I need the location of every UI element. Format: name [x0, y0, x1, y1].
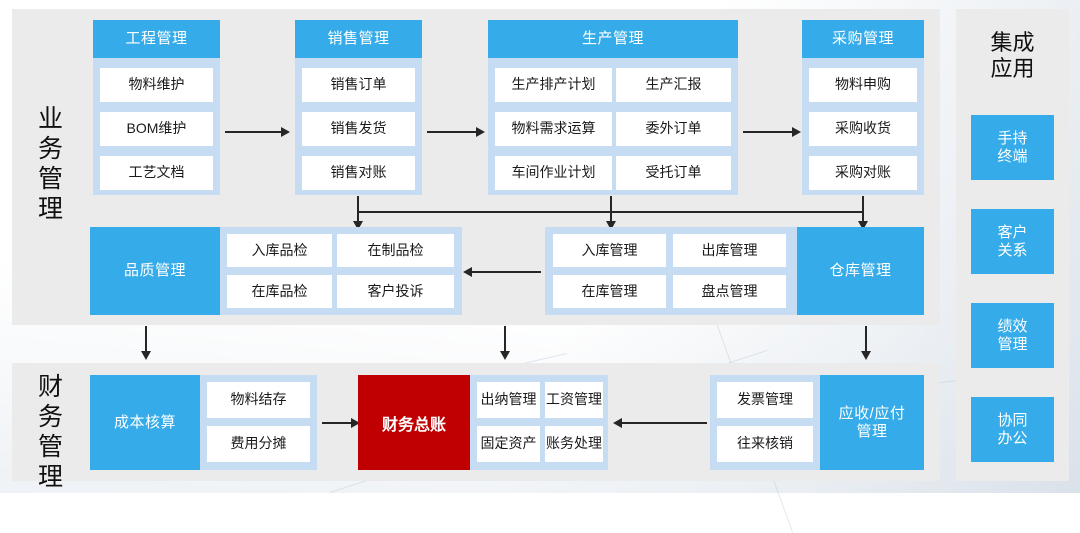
chip-material-balance[interactable]: 物料结存 [207, 382, 310, 418]
arrow-warehouse-to-quality-head [463, 267, 472, 277]
group-ar-ap-header[interactable]: 应收/应付管理 [820, 375, 924, 470]
drop-warehouse-to-arap-line [865, 326, 867, 353]
business-panel-label: 业务管理 [37, 105, 64, 223]
rail-button-collaboration[interactable]: 协同办公 [971, 397, 1054, 462]
chip-mrp[interactable]: 物料需求运算 [495, 112, 612, 146]
chip-bom-maintenance[interactable]: BOM维护 [100, 112, 213, 146]
arrow-production-to-purchasing-head [792, 127, 801, 137]
chip-purchase-reconciliation[interactable]: 采购对账 [809, 156, 917, 190]
rail-button-crm[interactable]: 客户关系 [971, 209, 1054, 274]
bus-arrow-quality [353, 221, 363, 230]
bus-stub-purchasing [862, 196, 864, 212]
bus-arrow-warehouse-right [858, 221, 868, 230]
arrow-engineering-to-sales-head [281, 127, 290, 137]
chip-workshop-plan[interactable]: 车间作业计划 [495, 156, 612, 190]
chip-material-requisition[interactable]: 物料申购 [809, 68, 917, 102]
chip-expense-allocation[interactable]: 费用分摊 [207, 426, 310, 462]
chip-cashier-management[interactable]: 出纳管理 [477, 382, 540, 418]
integration-rail-title: 集成应用 [990, 30, 1035, 81]
arrow-cost-to-ledger-line [322, 422, 353, 424]
group-warehouse-header[interactable]: 仓库管理 [797, 227, 924, 315]
bus-arrow-warehouse-left [606, 221, 616, 230]
group-cost-accounting-header[interactable]: 成本核算 [90, 375, 200, 470]
arrow-engineering-to-sales-line [225, 131, 282, 133]
drop-quality-to-cost-line [145, 326, 147, 353]
chip-stock-management[interactable]: 在库管理 [553, 275, 666, 308]
group-purchasing-header[interactable]: 采购管理 [802, 20, 924, 58]
chip-sales-reconciliation[interactable]: 销售对账 [302, 156, 415, 190]
chip-stock-inspection[interactable]: 在库品检 [227, 275, 332, 308]
arrow-arap-to-treasury-line [622, 422, 707, 424]
chip-entrusted-order[interactable]: 受托订单 [616, 156, 731, 190]
rail-button-performance[interactable]: 绩效管理 [971, 303, 1054, 368]
chip-wip-inspection[interactable]: 在制品检 [337, 234, 454, 267]
chip-inbound-inspection[interactable]: 入库品检 [227, 234, 332, 267]
finance-panel-label: 财务管理 [37, 373, 64, 491]
arrow-warehouse-to-quality-line [472, 271, 541, 273]
chip-production-report[interactable]: 生产汇报 [616, 68, 731, 102]
drop-warehouse-to-treasury-head [500, 351, 510, 360]
drop-warehouse-to-arap-head [861, 351, 871, 360]
chip-customer-complaint[interactable]: 客户投诉 [337, 275, 454, 308]
chip-sales-order[interactable]: 销售订单 [302, 68, 415, 102]
arrow-sales-to-production-line [427, 131, 477, 133]
chip-material-maintenance[interactable]: 物料维护 [100, 68, 213, 102]
chip-settlement-writeoff[interactable]: 往来核销 [717, 426, 813, 462]
chip-sales-delivery[interactable]: 销售发货 [302, 112, 415, 146]
chip-purchase-receipt[interactable]: 采购收货 [809, 112, 917, 146]
drop-quality-to-cost-head [141, 351, 151, 360]
group-production-header[interactable]: 生产管理 [488, 20, 738, 58]
group-engineering-header[interactable]: 工程管理 [93, 20, 220, 58]
arrow-production-to-purchasing-line [743, 131, 793, 133]
bus-drop-warehouse-left [610, 211, 612, 223]
bus-drop-warehouse-right [862, 211, 864, 223]
chip-fixed-assets[interactable]: 固定资产 [477, 426, 540, 462]
chip-production-schedule[interactable]: 生产排产计划 [495, 68, 612, 102]
bus-stub-production [610, 196, 612, 212]
chip-process-document[interactable]: 工艺文档 [100, 156, 213, 190]
chip-payroll-management[interactable]: 工资管理 [545, 382, 603, 418]
chip-outsourced-order[interactable]: 委外订单 [616, 112, 731, 146]
group-sales-header[interactable]: 销售管理 [295, 20, 422, 58]
group-quality-header[interactable]: 品质管理 [90, 227, 220, 315]
block-general-ledger[interactable]: 财务总账 [358, 375, 470, 470]
bus-stub-sales [357, 196, 359, 212]
arrow-sales-to-production-head [476, 127, 485, 137]
chip-stocktaking-management[interactable]: 盘点管理 [673, 275, 786, 308]
arrow-cost-to-ledger-head [351, 418, 360, 428]
bus-drop-quality [357, 211, 359, 223]
arrow-arap-to-treasury-head [613, 418, 622, 428]
chip-inbound-management[interactable]: 入库管理 [553, 234, 666, 267]
drop-warehouse-to-treasury-line [504, 326, 506, 353]
chip-accounting-processing[interactable]: 账务处理 [545, 426, 603, 462]
rail-button-handheld[interactable]: 手持终端 [971, 115, 1054, 180]
chip-invoice-management[interactable]: 发票管理 [717, 382, 813, 418]
chip-outbound-management[interactable]: 出库管理 [673, 234, 786, 267]
